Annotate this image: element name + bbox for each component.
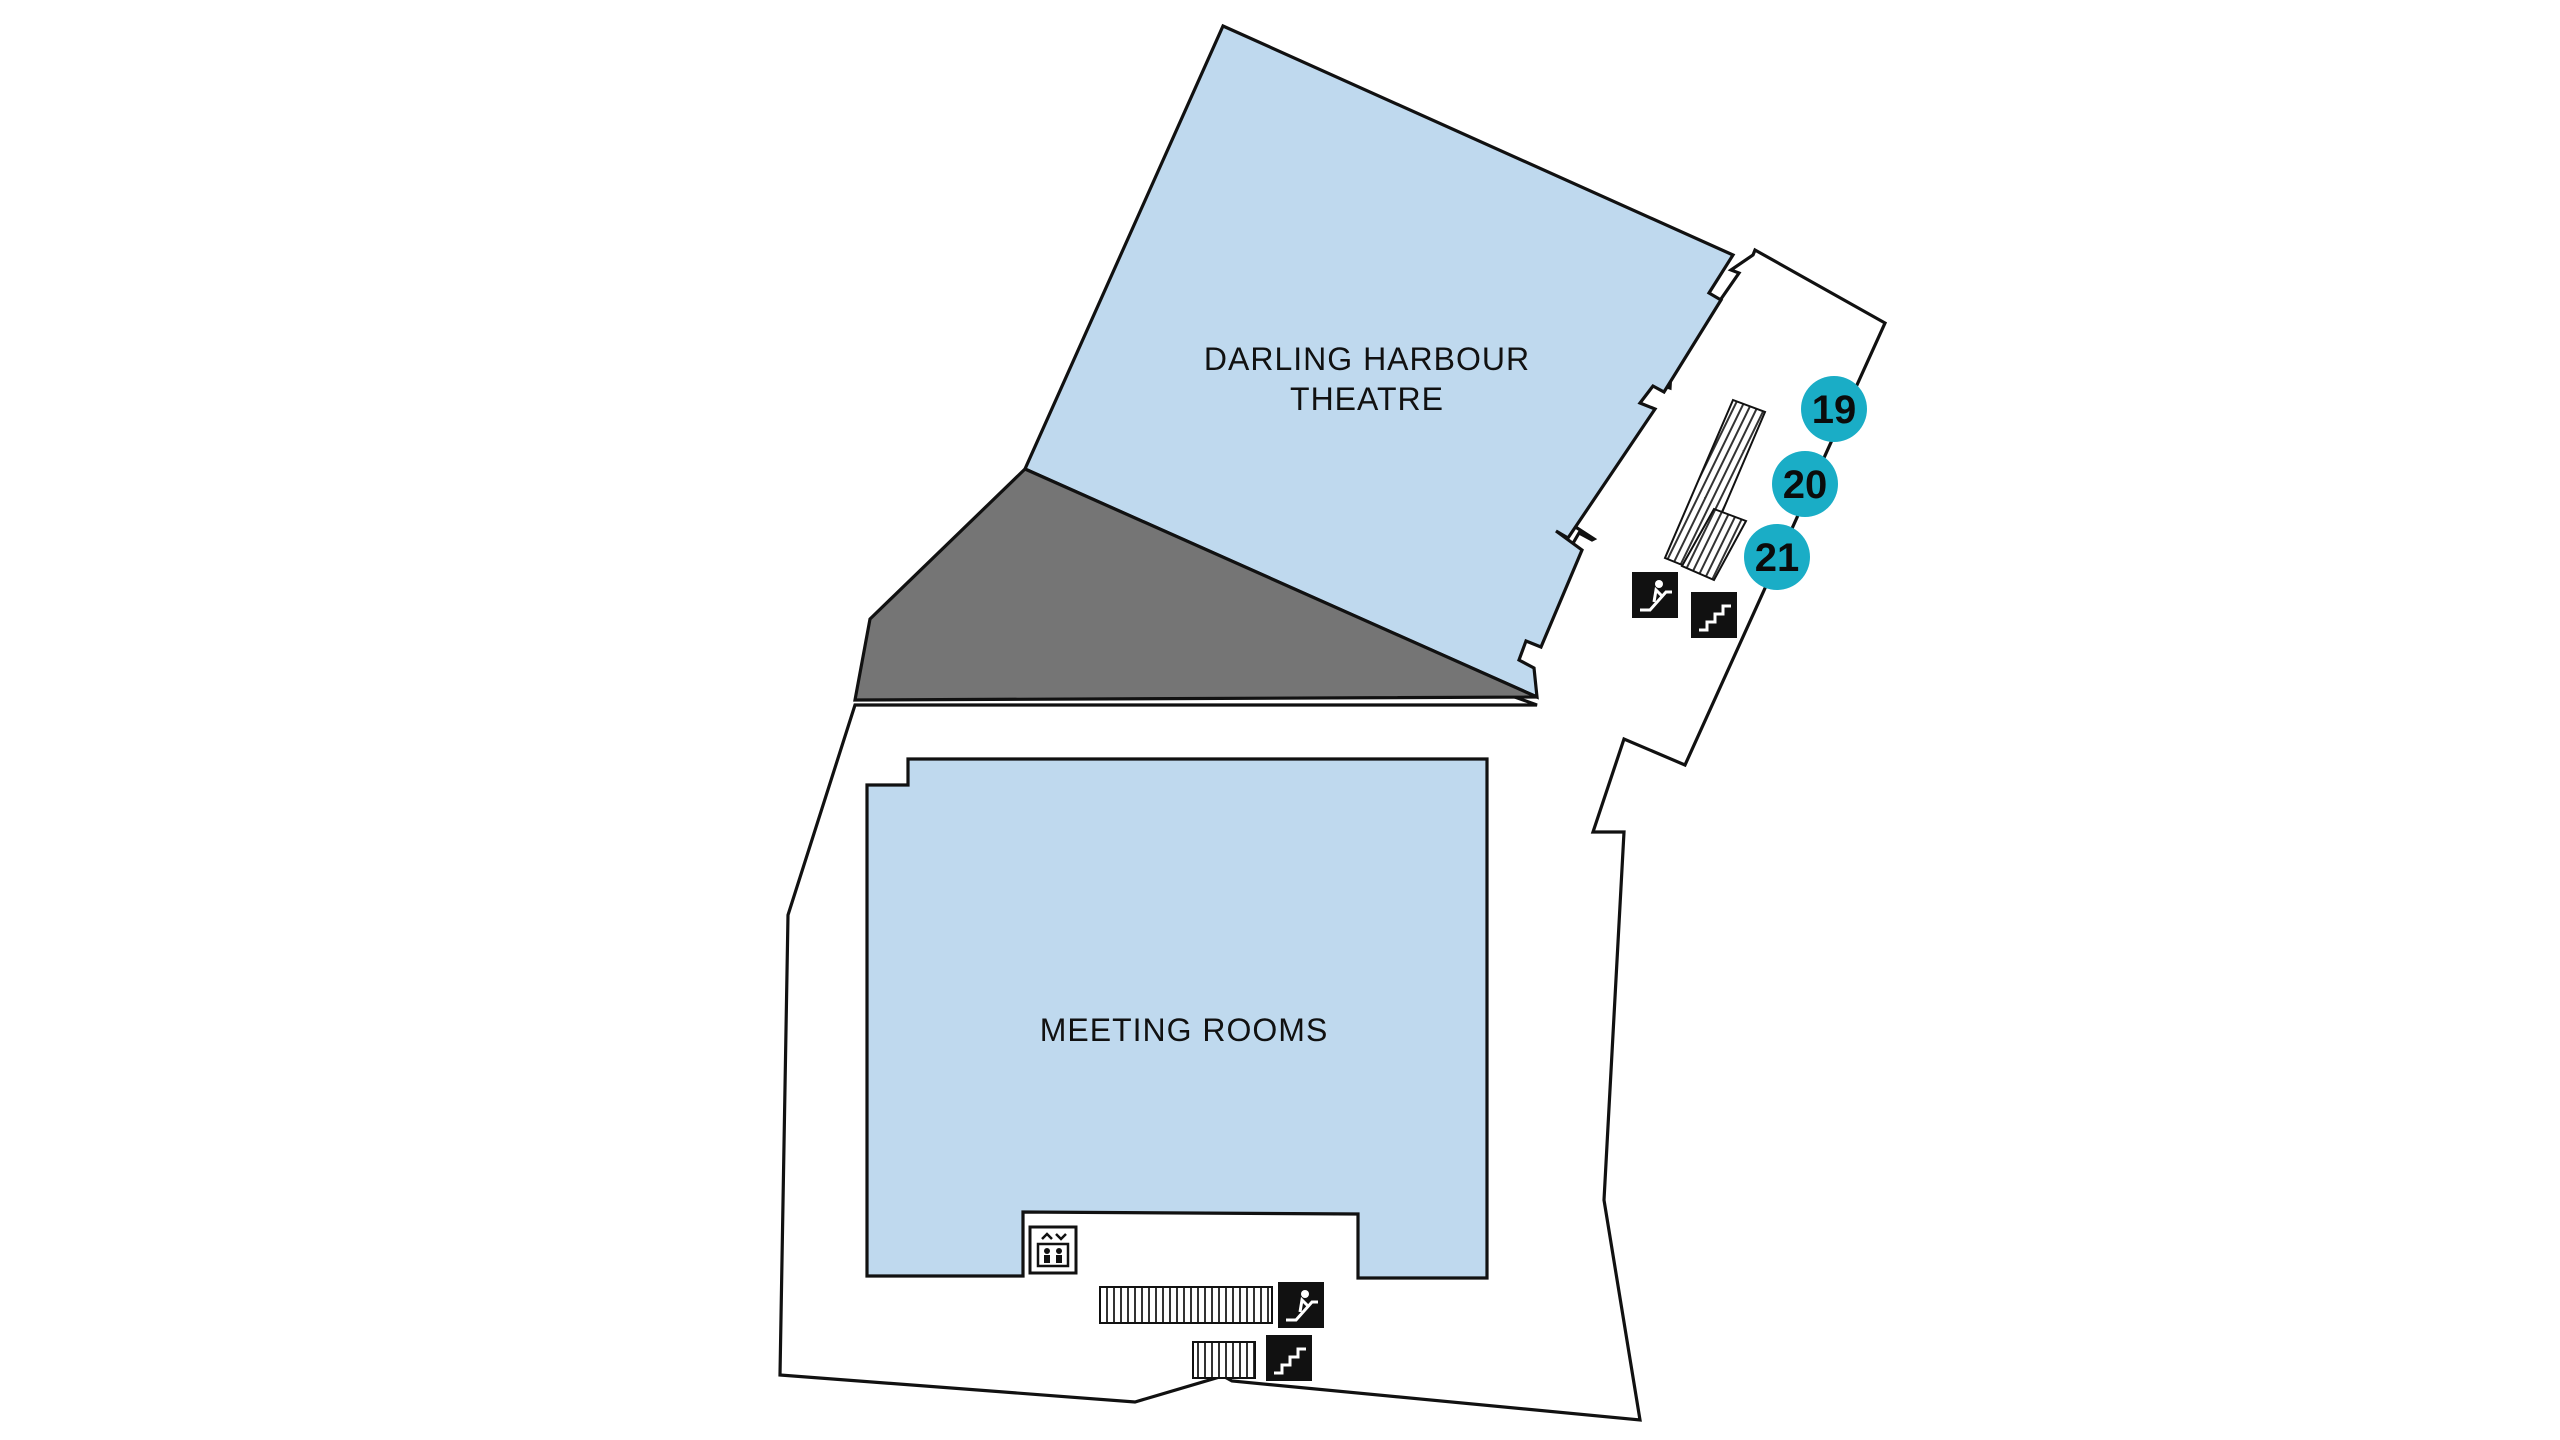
- lower-escalator-long: [1099, 1286, 1273, 1324]
- entry-badge-20[interactable]: 20: [1772, 451, 1838, 517]
- stairs-icon: [1266, 1335, 1312, 1381]
- escalator-icon: [1278, 1282, 1324, 1328]
- theatre-label-line2: THEATRE: [1290, 381, 1444, 417]
- entry-badge-21[interactable]: 21: [1744, 524, 1810, 590]
- escalator-block-short: [1680, 507, 1748, 582]
- upper-escalators: [1663, 398, 1767, 582]
- meeting-rooms-room[interactable]: [865, 757, 1489, 1280]
- entry-badge-19[interactable]: 19: [1801, 376, 1867, 442]
- elevator-icon: [1028, 1225, 1078, 1275]
- svg-text:20: 20: [1783, 463, 1828, 507]
- darling-harbour-theatre-room[interactable]: [1022, 23, 1736, 700]
- lower-escalator-short: [1192, 1341, 1256, 1379]
- theatre-label-line1: DARLING HARBOUR: [1204, 341, 1530, 377]
- meeting-rooms-label: MEETING ROOMS: [1040, 1012, 1329, 1048]
- svg-text:19: 19: [1812, 388, 1857, 432]
- svg-text:21: 21: [1755, 536, 1800, 580]
- escalator-icon: [1632, 572, 1678, 618]
- restricted-area: [853, 467, 1538, 702]
- stairs-icon: [1691, 592, 1737, 638]
